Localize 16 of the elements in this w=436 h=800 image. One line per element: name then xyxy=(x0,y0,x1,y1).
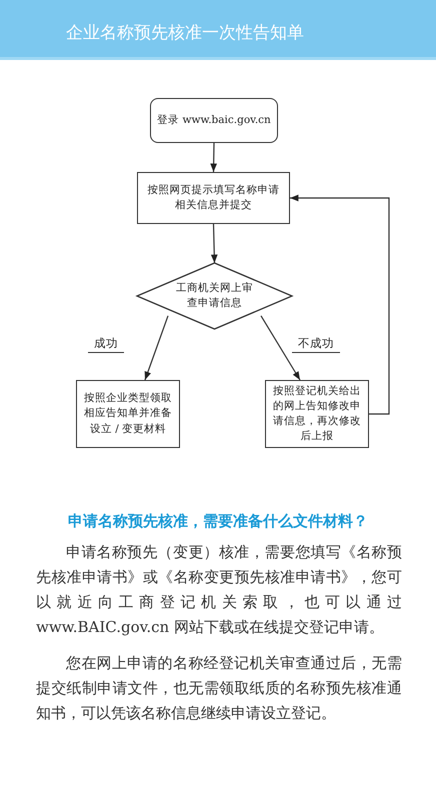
start-box: 登录 www.baic.gov.cn xyxy=(150,98,278,143)
arrow xyxy=(260,315,301,380)
page-title: 企业名称预先核准一次性告知单 xyxy=(66,22,304,44)
process-box: 按照登记机关给出的网上告知修改申请信息，再次修改后上报 xyxy=(265,380,369,448)
edge-label: 成功 xyxy=(88,336,124,353)
section-heading: 申请名称预先核准，需要准备什么文件材料？ xyxy=(67,512,369,531)
process-box: 按照企业类型领取相应告知单并准备设立 / 变更材料 xyxy=(76,380,180,448)
paragraph: 您在网上申请的名称经登记机关审查通过后，无需提交纸制申请文件，也无需领取纸质的名称预先核准通知书，可以凭该名称信息继续申请设立登记。 xyxy=(36,653,402,724)
paragraph: 申请名称预先（变更）核准，需要您填写《名称预先核准申请书》或《名称变更预先核准申请书》，您可以就近向工商登记机关索取，也可以通过 www.BAIC.gov.cn 网站下载或在线提交登记申请。 xyxy=(36,542,402,638)
arrow xyxy=(210,142,217,172)
arrow xyxy=(290,194,390,415)
process-box: 按照网页提示填写名称申请相关信息并提交 xyxy=(137,172,290,224)
arrow xyxy=(144,316,169,380)
arrow xyxy=(210,224,218,264)
edge-label: 不成功 xyxy=(292,336,340,353)
decision-diamond: 工商机关网上审查申请信息 xyxy=(137,263,292,329)
